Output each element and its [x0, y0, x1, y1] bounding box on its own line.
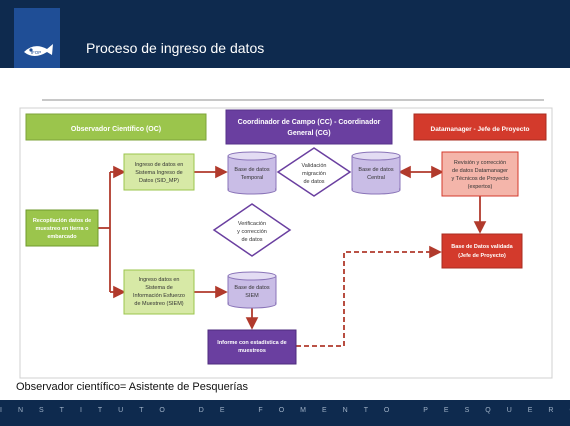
- diagram-frame: [19, 107, 553, 379]
- svg-text:Base de datos: Base de datos: [234, 167, 269, 173]
- svg-text:Central: Central: [367, 175, 385, 181]
- lane-header-oc: Observador Científico (OC): [25, 113, 207, 141]
- lane-header-cc: Coordinador de Campo (CC) - Coordinador …: [225, 109, 393, 145]
- svg-text:Recopilación datos de: Recopilación datos de: [33, 218, 91, 224]
- svg-text:Sistema Ingreso de: Sistema Ingreso de: [135, 170, 182, 176]
- process-diagram: Observador Científico (OC) Coordinador d…: [19, 99, 553, 379]
- svg-text:y corrección: y corrección: [237, 229, 267, 235]
- svg-text:Base de datos: Base de datos: [358, 167, 393, 173]
- footnote: Observador científico= Asistente de Pesq…: [16, 381, 249, 393]
- diamond-validacion: Validación migración de datos: [276, 147, 352, 197]
- svg-text:Verificación: Verificación: [238, 221, 266, 227]
- svg-text:de Muestreo (SIEM): de Muestreo (SIEM): [134, 301, 183, 307]
- footer-label: INSTITUTO DE FOMENTO PESQUERO: [0, 407, 570, 414]
- node-bd-validada: Base de Datos validada (Jefe de Proyecto…: [441, 233, 523, 269]
- node-ingreso-sid: Ingreso de datos en Sistema Ingreso de D…: [123, 153, 195, 191]
- lane-label-oc: Observador Científico (OC): [71, 126, 161, 133]
- db-temporal: Base de datos Temporal: [227, 151, 277, 195]
- svg-text:embarcado: embarcado: [47, 234, 77, 240]
- fish-logo-icon: IFOP: [24, 44, 53, 56]
- node-informe: Informe con estadística de muestreos: [207, 329, 297, 365]
- lane-header-dm: Datamanager - Jefe de Proyecto: [413, 113, 547, 141]
- lane-label-cc-2: General (CG): [287, 130, 330, 137]
- node-ingreso-siem: Ingreso datos en Sistema de Información …: [123, 269, 195, 315]
- svg-text:Informe con estadística de: Informe con estadística de: [217, 340, 286, 346]
- svg-text:Validación: Validación: [302, 163, 327, 169]
- svg-text:Datos (SID_MP): Datos (SID_MP): [139, 178, 179, 184]
- node-recopilacion: Recopilación datos de muestreo en tierra…: [25, 209, 99, 247]
- svg-text:Revisión y corrección: Revisión y corrección: [454, 160, 506, 166]
- svg-text:Ingreso datos en: Ingreso datos en: [139, 277, 180, 283]
- db-siem: Base de datos SIEM: [227, 271, 277, 309]
- db-central: Base de datos Central: [351, 151, 401, 195]
- svg-text:(Jefe de Proyecto): (Jefe de Proyecto): [458, 253, 506, 259]
- svg-text:Base de Datos validada: Base de Datos validada: [451, 244, 513, 250]
- slide-header: IFOP Proceso de ingreso de datos: [0, 0, 570, 68]
- svg-text:muestreos: muestreos: [238, 348, 266, 354]
- page-title: Proceso de ingreso de datos: [86, 40, 265, 56]
- svg-text:de datos Datamanager: de datos Datamanager: [452, 168, 508, 174]
- svg-text:Ingreso de datos en: Ingreso de datos en: [135, 162, 184, 168]
- lane-label-cc-1: Coordinador de Campo (CC) - Coordinador: [238, 119, 381, 126]
- svg-text:SIEM: SIEM: [245, 293, 259, 299]
- diamond-verificacion: Verificación y corrección de datos: [212, 203, 292, 257]
- logo-text: IFOP: [31, 50, 42, 55]
- slide-footer: INSTITUTO DE FOMENTO PESQUERO: [0, 400, 570, 426]
- svg-text:Base de datos: Base de datos: [234, 285, 269, 291]
- logo-block: IFOP: [14, 8, 60, 68]
- svg-text:migración: migración: [302, 171, 326, 177]
- content-panel: Observador Científico (OC) Coordinador d…: [14, 68, 556, 390]
- svg-text:Información Esfuerzo: Información Esfuerzo: [133, 293, 185, 299]
- svg-text:de datos: de datos: [241, 237, 262, 243]
- lane-label-dm: Datamanager - Jefe de Proyecto: [431, 126, 530, 133]
- svg-text:muestreo en tierra o: muestreo en tierra o: [36, 226, 90, 232]
- svg-text:Sistema de: Sistema de: [145, 285, 173, 291]
- svg-text:(expertos): (expertos): [468, 184, 493, 190]
- svg-text:y Técnicos de Proyecto: y Técnicos de Proyecto: [451, 176, 508, 182]
- svg-text:Temporal: Temporal: [241, 175, 264, 181]
- node-revision: Revisión y corrección de datos Datamanag…: [441, 151, 519, 197]
- svg-text:de datos: de datos: [303, 179, 324, 185]
- connectors: [98, 165, 487, 347]
